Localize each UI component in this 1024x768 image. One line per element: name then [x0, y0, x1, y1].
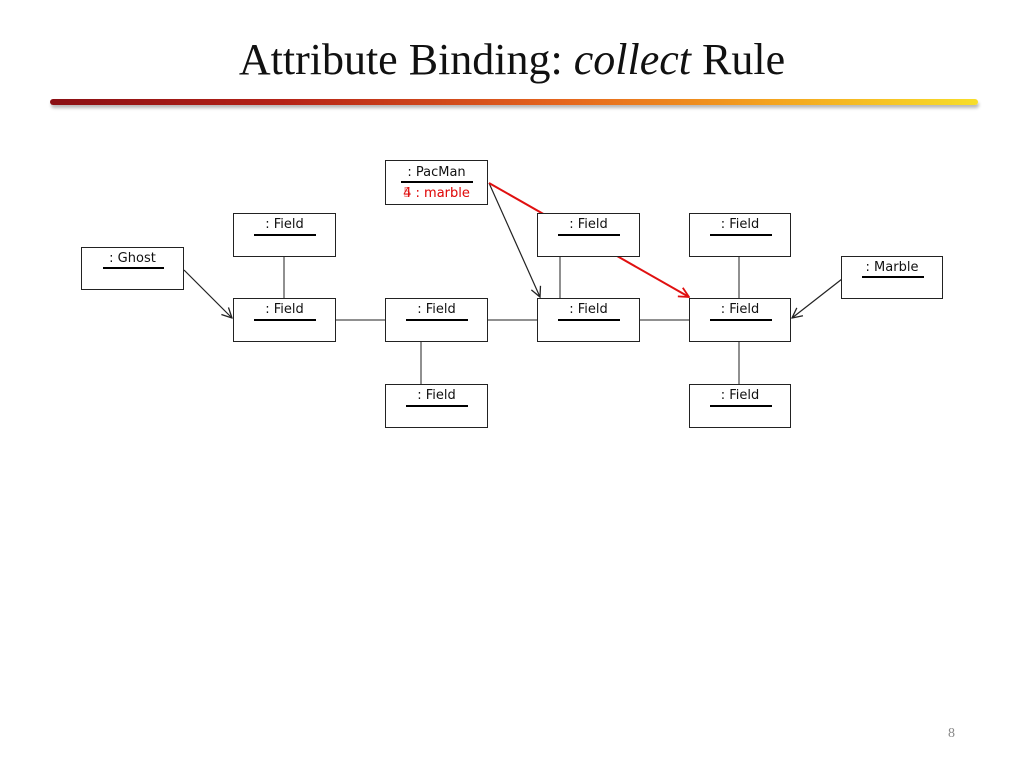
- field-label: : Field: [569, 217, 608, 232]
- field-object[interactable]: : Field: [689, 213, 791, 257]
- arrow-ghost-to-field: [183, 269, 232, 318]
- ghost-underline: [103, 267, 164, 269]
- field-object[interactable]: : Field: [537, 213, 640, 257]
- field-label: : Field: [417, 302, 456, 317]
- marble-label: : Marble: [865, 260, 919, 275]
- field-underline: [558, 319, 620, 321]
- arrow-pacman-to-field: [488, 182, 540, 297]
- field-object[interactable]: : Field: [385, 384, 488, 428]
- field-underline: [406, 405, 468, 407]
- title-suffix: Rule: [691, 35, 786, 84]
- title-underline-bar: [50, 99, 978, 105]
- field-underline: [254, 319, 316, 321]
- ghost-object[interactable]: : Ghost: [81, 247, 184, 290]
- field-underline: [710, 405, 772, 407]
- field-label: : Field: [720, 217, 760, 232]
- field-label: : Field: [569, 302, 608, 317]
- title-prefix: Attribute Binding:: [238, 35, 574, 84]
- field-underline: [710, 319, 772, 321]
- slide-number: 8: [948, 726, 955, 741]
- pacman-attribute-marble: 4 : marble: [403, 186, 470, 201]
- field-object[interactable]: : Field: [385, 298, 488, 342]
- title-emphasis: collect: [573, 35, 692, 84]
- marble-underline: [862, 276, 924, 278]
- pacman-object[interactable]: : PacMan 4 : marble 5 : marble: [385, 160, 488, 205]
- field-label: : Field: [417, 388, 456, 403]
- marble-object[interactable]: : Marble: [841, 256, 943, 299]
- field-underline: [558, 234, 620, 236]
- field-object[interactable]: : Field: [537, 298, 640, 342]
- pacman-label: : PacMan: [407, 165, 466, 180]
- slide-title: Attribute Binding: collect Rule: [0, 38, 1024, 82]
- field-label: : Field: [265, 302, 304, 317]
- arrow-marble-to-field: [792, 278, 843, 318]
- field-underline: [254, 234, 316, 236]
- ghost-label: : Ghost: [109, 251, 156, 266]
- pacman-attribute-marble-overlay: 5 : marble: [403, 186, 470, 201]
- field-object[interactable]: : Field: [689, 384, 791, 428]
- field-object[interactable]: : Field: [689, 298, 791, 342]
- field-label: : Field: [265, 217, 304, 232]
- field-underline: [406, 319, 468, 321]
- field-label: : Field: [720, 302, 760, 317]
- field-label: : Field: [720, 388, 760, 403]
- field-underline: [710, 234, 772, 236]
- pacman-underline: [401, 181, 473, 183]
- field-object[interactable]: : Field: [233, 213, 336, 257]
- field-object[interactable]: : Field: [233, 298, 336, 342]
